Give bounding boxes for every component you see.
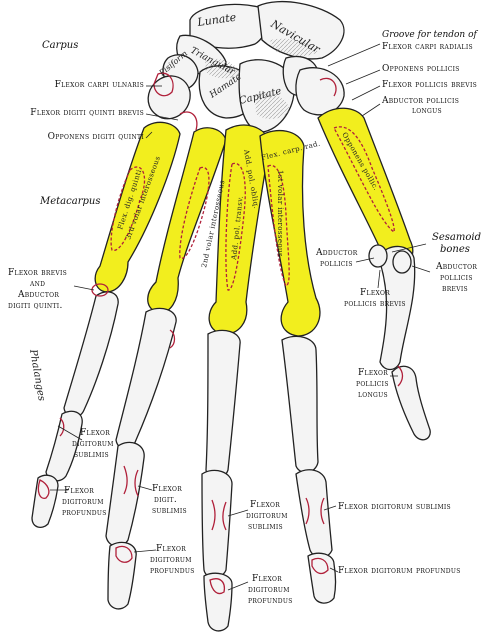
label-fdp-right: Flexor digitorum profundus <box>338 566 461 576</box>
label-fdp-left-1: Flexor <box>64 486 95 496</box>
label-fds-left-3: sublimis <box>74 450 109 460</box>
label-flexor-pollicis-brevis-mid-1: Flexor <box>360 288 391 298</box>
label-metacarpus: Metacarpus <box>40 196 101 207</box>
thumb <box>368 244 431 441</box>
label-adductor-pollicis-1: Adductor <box>316 248 358 258</box>
label-abductor-pollicis-longus-2: longus <box>412 106 442 116</box>
label-lunate: Lunate <box>196 11 238 30</box>
label-fdp-left-2: digitorum <box>62 497 104 507</box>
label-carpus: Carpus <box>42 40 79 51</box>
label-flexor-brevis-1: Flexor brevis <box>8 268 68 278</box>
label-fds-center-3: sublimis <box>248 522 283 532</box>
label-abductor-pollicis-brevis-1: Abductor <box>436 262 478 272</box>
little-middle-phalanx <box>45 410 83 482</box>
label-flexor-brevis-2: and <box>30 279 46 289</box>
label-opponens-digiti-quinti: Opponens digiti quinti <box>47 132 144 142</box>
little-proximal-phalanx <box>63 291 119 418</box>
hamulus-hook <box>147 75 191 120</box>
label-fdigit-3: sublimis <box>152 506 187 516</box>
trapezium-bone <box>295 67 345 116</box>
finger-phalanges <box>31 291 337 632</box>
index-distal-phalanx <box>307 552 337 604</box>
label-fdp-left-3: profundus <box>62 508 107 518</box>
label-abductor-pollicis-brevis-2: pollicis <box>440 273 473 283</box>
thumb-distal-phalanx <box>391 365 431 441</box>
sesamoid-bone-1 <box>368 244 388 268</box>
label-fdigit-2: digit. <box>154 495 178 505</box>
label-flexor-brevis-3: Abductor <box>18 290 60 300</box>
label-fds-right: Flexor digitorum sublimis <box>338 502 451 512</box>
label-fds-left-1: Flexor <box>80 428 111 438</box>
metacarpal-1 <box>317 107 414 265</box>
label-fdp-center-3: profundus <box>150 566 195 576</box>
label-fds-center-2: digitorum <box>246 511 288 521</box>
label-abductor-pollicis-brevis-3: brevis <box>442 284 468 294</box>
label-fds-left-2: digitorum <box>72 439 114 449</box>
metacarpal-attachments <box>110 126 395 291</box>
label-flexor-pollicis-longus-2: pollicis <box>356 379 389 389</box>
label-flexor-pollicis-longus-1: Flexor <box>358 368 389 378</box>
ring-proximal-phalanx <box>115 307 177 450</box>
label-flexor-carpi-ulnaris: Flexor carpi ulnaris <box>54 80 144 90</box>
ring-middle-phalanx <box>105 441 145 547</box>
label-groove: Groove for tendon of <box>382 30 477 40</box>
carpal-shading <box>205 38 318 119</box>
sesamoid-bone-2 <box>392 250 412 274</box>
index-middle-phalanx <box>295 469 333 559</box>
thumb-proximal-phalanx <box>377 245 416 371</box>
label-fdp-center-2: digitorum <box>150 555 192 565</box>
label-flexor-digiti-quinti-brevis: Flexor digiti quinti brevis <box>30 108 144 118</box>
label-flexor-brevis-4: digiti quinti. <box>8 301 63 311</box>
label-flexor-pollicis-brevis-mid-2: pollicis brevis <box>344 299 406 309</box>
label-adductor-pollicis-2: pollicis <box>320 259 353 269</box>
middle-proximal-phalanx <box>205 329 241 480</box>
middle-distal-phalanx <box>203 572 233 632</box>
label-phalanges: Phalanges <box>27 348 47 402</box>
label-flexor-carpi-radialis: Flexor carpi radialis <box>382 42 473 52</box>
middle-middle-phalanx <box>201 469 233 579</box>
label-fdp-center-1: Flexor <box>156 544 187 554</box>
phalanx-attachments <box>37 72 404 595</box>
label-fdp-bottom-2: digitorum <box>248 585 290 595</box>
label-fdigit-1: Flexor <box>152 484 183 494</box>
carpal-bones <box>147 0 345 133</box>
ring-distal-phalanx <box>107 541 137 610</box>
label-abductor-pollicis-longus-1: Abductor pollicis <box>382 96 460 106</box>
label-flexor-pollicis-longus-3: longus <box>358 390 388 400</box>
metacarpal-2 <box>259 129 321 337</box>
label-flexor-pollicis-brevis-top: Flexor pollicis brevis <box>382 80 478 90</box>
leader-lines <box>50 43 431 591</box>
label-1st-volar-interosseous: 1st volar interosseous <box>276 170 284 257</box>
index-proximal-phalanx <box>281 335 319 473</box>
label-fdp-bottom-1: Flexor <box>252 574 283 584</box>
label-fdp-bottom-3: profundus <box>248 596 293 606</box>
label-sesamoid-2: bones <box>440 244 470 255</box>
label-opponens-pollicis: Opponens pollicis <box>382 64 460 74</box>
label-sesamoid-1: Sesamoid <box>432 232 481 243</box>
label-fds-center-1: Flexor <box>250 500 281 510</box>
